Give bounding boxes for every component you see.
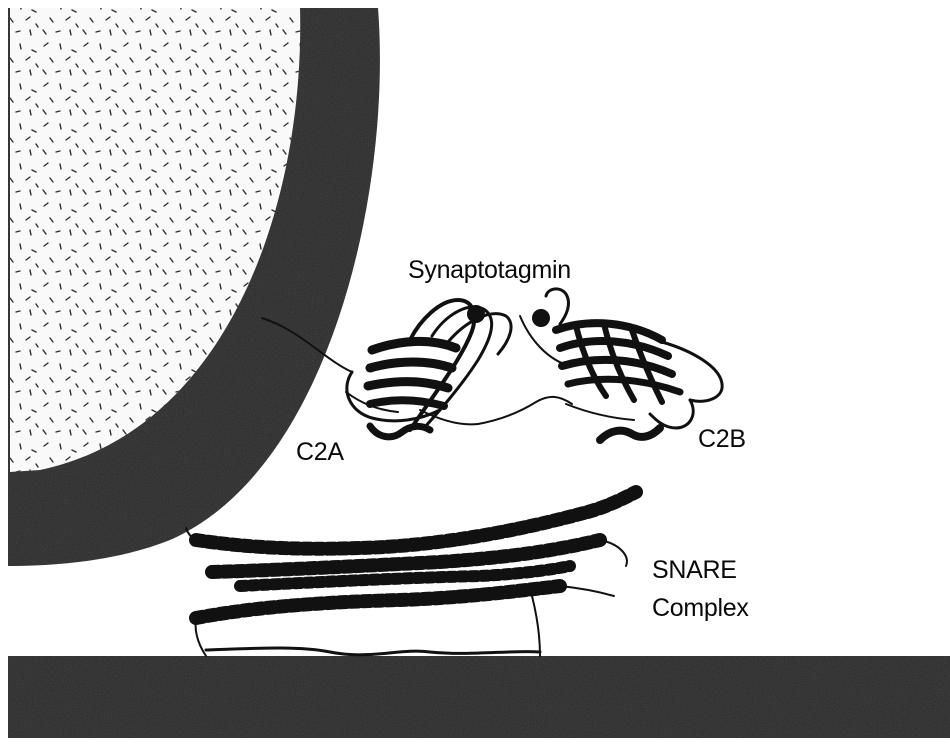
c2b-domain [520,289,722,440]
calcium-ion-c2a [467,305,485,323]
calcium-ion-c2b [532,309,550,327]
c2a-domain [346,300,511,437]
snare-complex [186,492,636,656]
snare-linker-bottom [206,648,540,655]
vesicle [8,8,380,566]
interdomain-linker [478,397,572,424]
label-c2b: C2B [698,427,746,452]
plasma-membrane [8,656,950,738]
snare-tm-right [532,596,540,656]
label-snare: SNARE [652,558,737,583]
plasma-membrane-grain [8,656,950,738]
label-c2a: C2A [296,440,344,465]
label-synaptotagmin: Synaptotagmin [408,258,571,283]
vesicle-grain [8,8,380,566]
label-complex: Complex [652,596,749,621]
